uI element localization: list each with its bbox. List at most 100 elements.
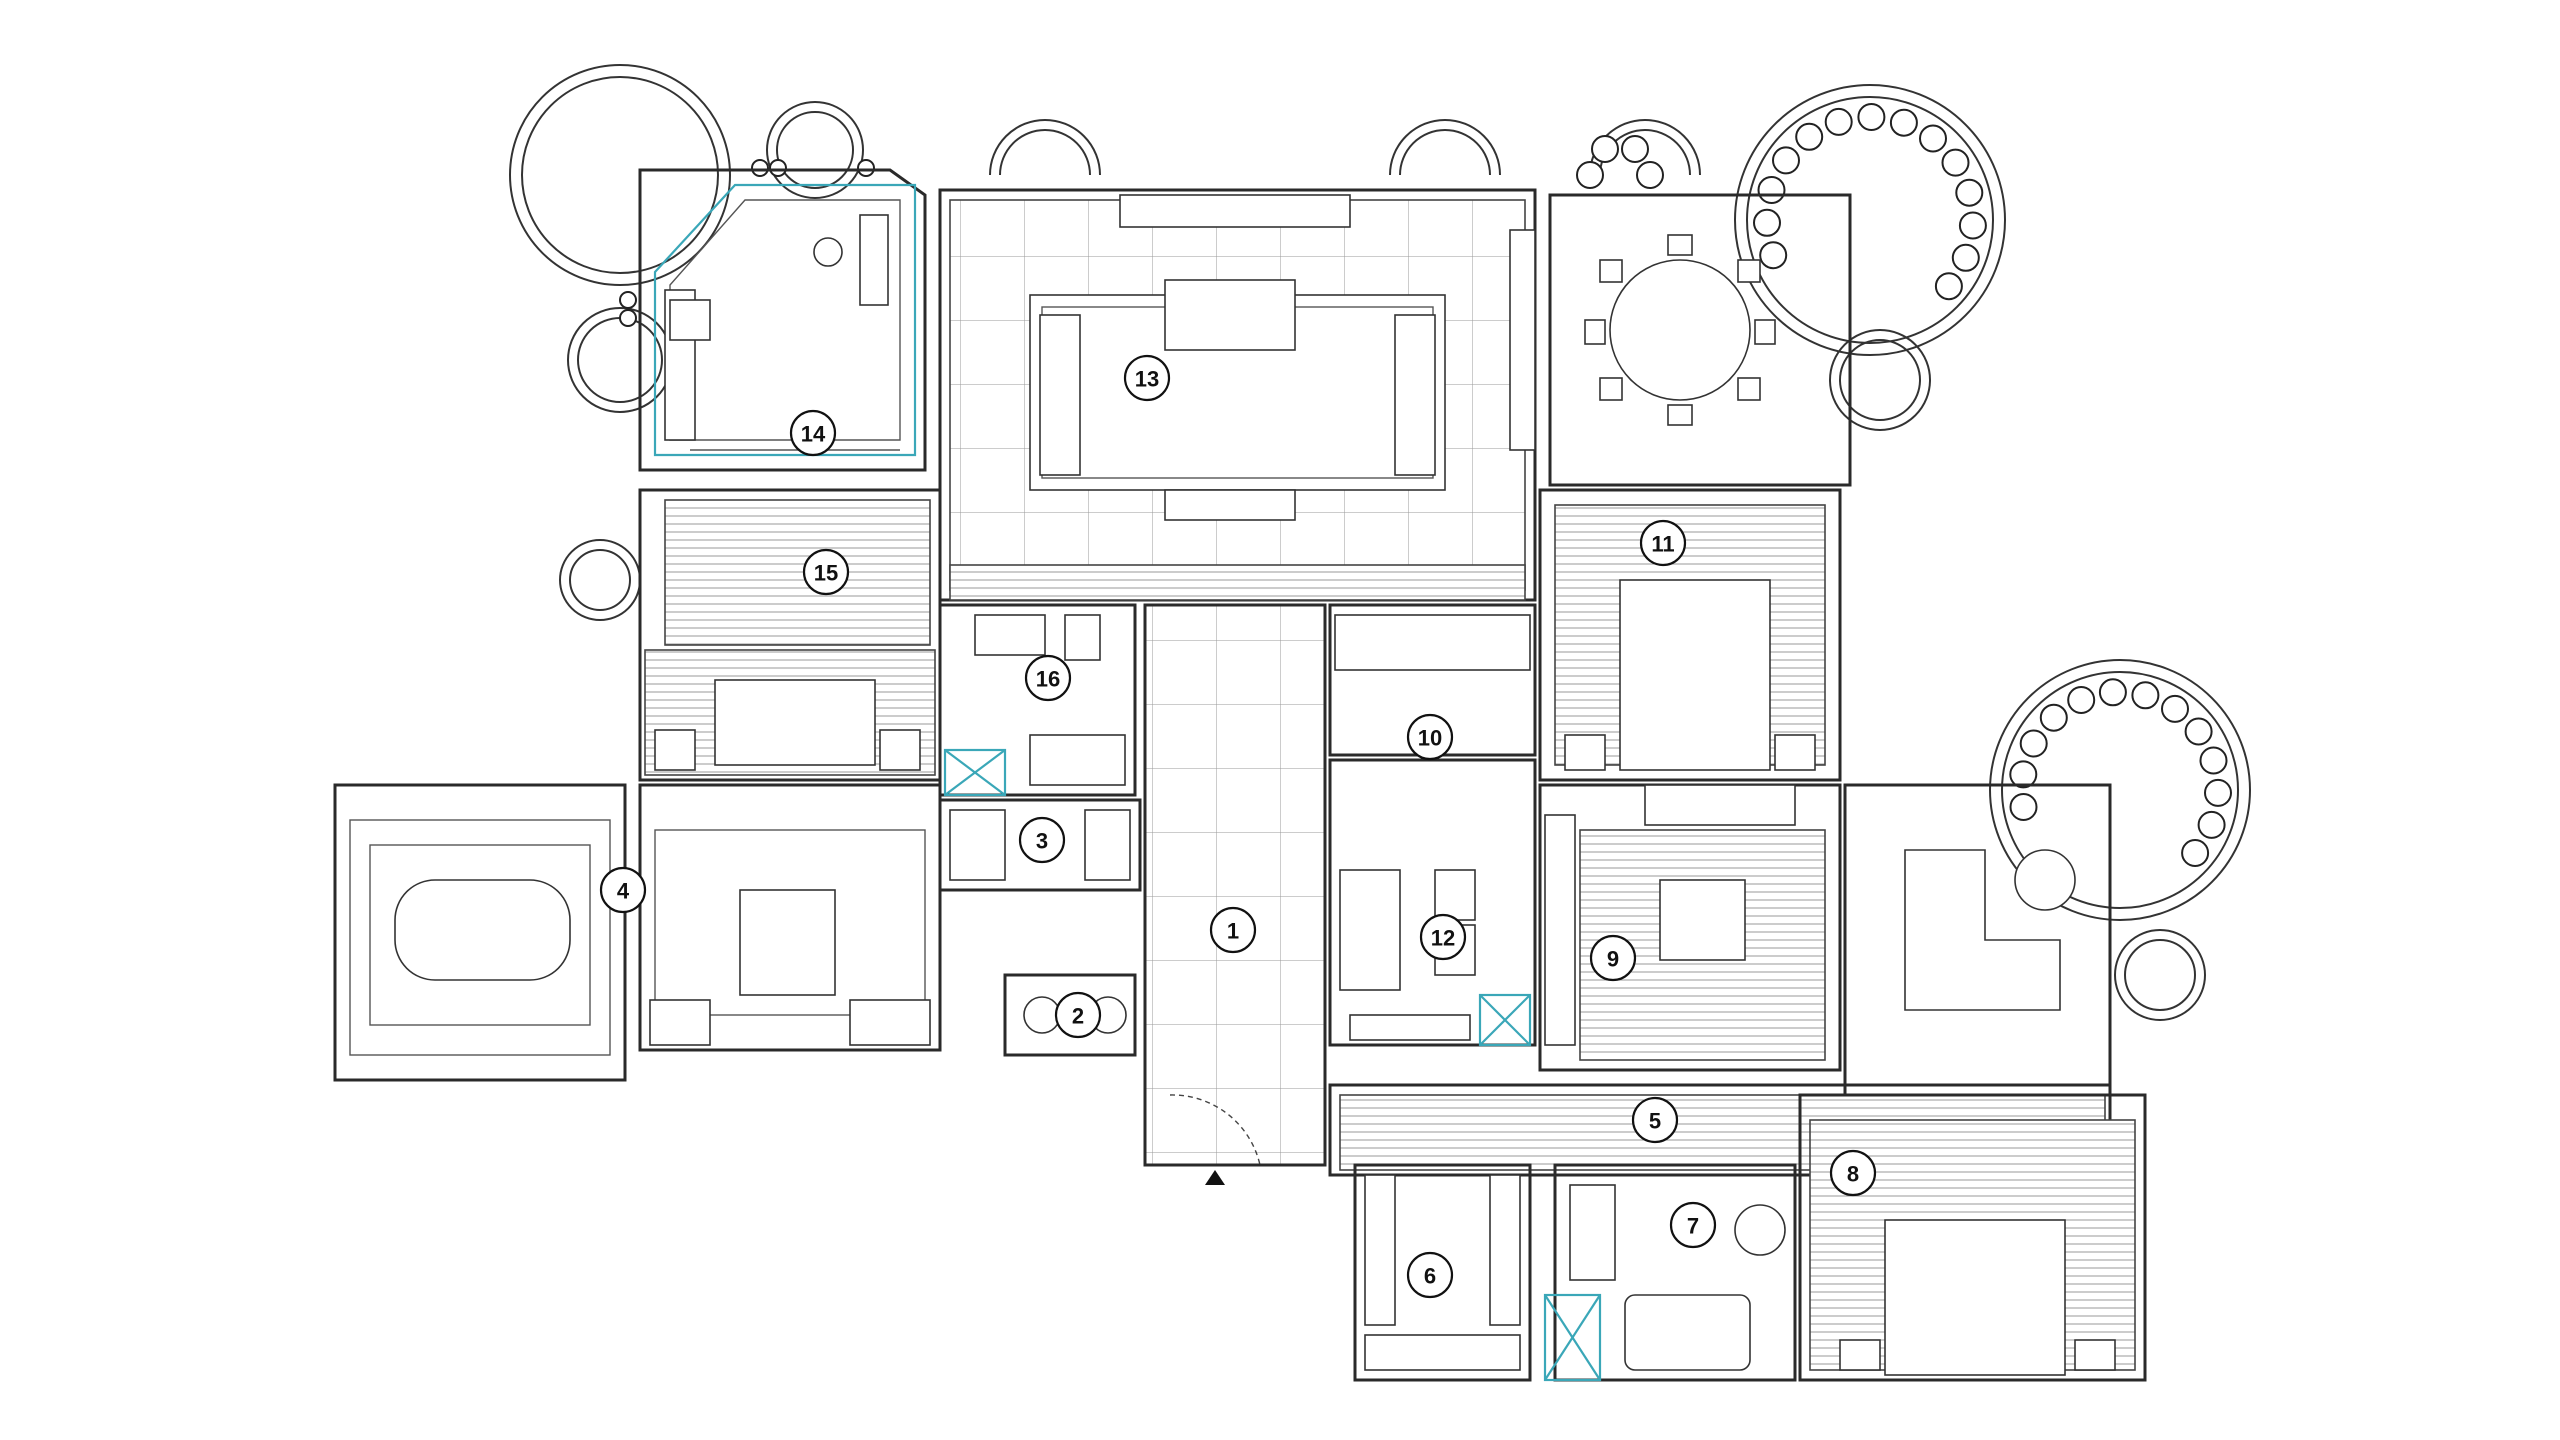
side-cabinet xyxy=(1509,229,1536,451)
sink xyxy=(1734,1204,1786,1256)
terrace-lounge xyxy=(1843,783,2112,1097)
room-6-closet xyxy=(1353,1163,1532,1382)
room-13-living xyxy=(938,188,1537,602)
window-seat xyxy=(949,564,1526,601)
room-marker: 15 xyxy=(802,548,850,596)
shrub xyxy=(1772,146,1800,175)
entrance-arrow-icon xyxy=(1205,1170,1225,1185)
shrub xyxy=(1759,241,1788,270)
room-marker: 1 xyxy=(1209,906,1257,954)
vanity xyxy=(1339,869,1401,991)
media-console xyxy=(1164,489,1296,521)
shrub xyxy=(1958,211,1987,240)
room-marker-circle xyxy=(789,409,837,457)
sofa-left xyxy=(1039,314,1081,476)
chair xyxy=(1667,234,1693,256)
shrub xyxy=(2161,694,2189,723)
toilet xyxy=(1023,996,1061,1034)
nightstand xyxy=(654,729,696,771)
room-marker: 16 xyxy=(1024,654,1072,702)
counter xyxy=(1029,734,1126,786)
nightstand xyxy=(1774,734,1816,771)
room-marker: 3 xyxy=(1018,816,1066,864)
bed-or-sofa xyxy=(714,679,876,766)
wardrobe xyxy=(1644,784,1796,826)
bathtub xyxy=(1349,1014,1471,1041)
wardrobe xyxy=(1334,614,1531,671)
ottoman xyxy=(1659,879,1746,961)
shrub xyxy=(1955,178,1984,207)
bed xyxy=(1619,579,1771,771)
round-table xyxy=(1609,259,1751,401)
room-marker-label: 1 xyxy=(1227,919,1239,944)
fireplace xyxy=(1119,194,1351,228)
room-marker-circle xyxy=(1024,654,1072,702)
toilet xyxy=(1064,614,1101,661)
room-marker-circle xyxy=(1018,816,1066,864)
shrub xyxy=(1591,135,1619,163)
room-marker-circle xyxy=(1123,354,1171,402)
room-marker: 5 xyxy=(1631,1096,1679,1144)
shrub xyxy=(1934,272,1963,301)
cabinet xyxy=(849,999,931,1046)
bed xyxy=(1884,1219,2066,1376)
shelving xyxy=(1544,814,1576,1046)
garden-right xyxy=(1734,84,2251,1021)
cabinet xyxy=(649,999,711,1046)
room-marker-label: 6 xyxy=(1424,1264,1436,1289)
room-marker-circle xyxy=(1054,991,1102,1039)
room-marker-circle xyxy=(599,866,647,914)
shower xyxy=(943,748,1007,797)
shrub-group xyxy=(1576,103,2232,867)
room-marker-label: 10 xyxy=(1418,726,1442,751)
shrub xyxy=(2009,793,2038,821)
room-marker: 4 xyxy=(599,866,647,914)
closet xyxy=(1084,809,1131,881)
chair xyxy=(1737,259,1761,283)
room-marker: 14 xyxy=(789,409,837,457)
shrub xyxy=(1941,148,1970,177)
shrub xyxy=(2098,678,2127,707)
shrub xyxy=(1757,176,1786,204)
shrub xyxy=(2197,810,2226,839)
desk xyxy=(859,214,889,306)
chair xyxy=(1754,319,1776,345)
nightstand xyxy=(879,729,921,771)
round-side-table xyxy=(2014,849,2076,911)
room-marker: 11 xyxy=(1639,519,1687,567)
room-marker-circle xyxy=(1669,1201,1717,1249)
room-4-dining xyxy=(333,783,942,1082)
room-marker-circle xyxy=(1829,1149,1877,1197)
room-marker-circle xyxy=(1406,1251,1454,1299)
shrub xyxy=(2019,729,2048,758)
room-marker-label: 14 xyxy=(801,422,826,447)
dining-table xyxy=(394,879,571,981)
shrub xyxy=(1576,161,1604,189)
chair xyxy=(1599,259,1623,283)
shrub xyxy=(1636,161,1664,189)
room-marker-label: 4 xyxy=(617,879,630,904)
room-14-study xyxy=(638,168,927,472)
room-marker: 8 xyxy=(1829,1149,1877,1197)
room-marker-circle xyxy=(1209,906,1257,954)
chair xyxy=(1584,319,1606,345)
room-16-bath xyxy=(938,603,1137,797)
room-marker-circle xyxy=(1589,934,1637,982)
room-marker-circle xyxy=(1639,519,1687,567)
shrub xyxy=(2039,703,2068,732)
shrub xyxy=(1889,108,1918,137)
nightstand xyxy=(2074,1339,2116,1371)
shrub xyxy=(2131,681,2160,710)
sofa-right xyxy=(1394,314,1436,476)
vanity xyxy=(974,614,1046,656)
shrub xyxy=(1857,103,1886,131)
shrub xyxy=(1824,107,1853,136)
room-marker-label: 7 xyxy=(1687,1214,1699,1239)
desk-chair xyxy=(813,237,843,267)
room-2-wc xyxy=(1003,973,1137,1057)
garden-top-arcs xyxy=(989,119,1701,176)
room-marker-circle xyxy=(1419,913,1467,961)
shelving xyxy=(1489,1174,1521,1326)
